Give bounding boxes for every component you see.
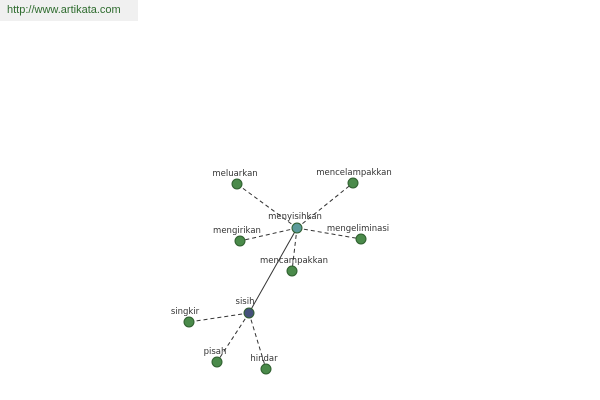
node-sisih[interactable]	[243, 307, 255, 319]
edge-menyisihkan-sisih	[248, 227, 298, 314]
graph-labels: menyisihkan sisih meluarkan mencelampakkan m…	[171, 168, 392, 364]
node-mencampakkan[interactable]	[286, 265, 298, 277]
node-label-meluarkan[interactable]: meluarkan	[212, 169, 257, 179]
node-label-singkir[interactable]: singkir	[171, 307, 200, 317]
node-label-menyisihkan[interactable]: menyisihkan	[268, 212, 322, 222]
node-mengeliminasi[interactable]	[355, 233, 367, 245]
graph-nodes	[183, 177, 367, 375]
edge-sisih-pisah	[216, 312, 250, 363]
edge-sisih-hindar	[248, 312, 267, 370]
node-label-mengeliminasi[interactable]: mengeliminasi	[327, 224, 389, 234]
url-banner: http://www.artikata.com	[0, 0, 138, 21]
node-label-sisih[interactable]: sisih	[236, 297, 255, 307]
node-mencelampakkan[interactable]	[347, 177, 359, 189]
graph-edges	[188, 182, 362, 370]
node-label-pisah[interactable]: pisah	[204, 347, 227, 357]
node-label-hindar[interactable]: hindar	[250, 354, 278, 364]
node-pisah[interactable]	[211, 356, 223, 368]
node-mengirikan[interactable]	[234, 235, 246, 247]
node-menyisihkan[interactable]	[291, 222, 303, 234]
node-label-mengirikan[interactable]: mengirikan	[213, 226, 261, 236]
node-singkir[interactable]	[183, 316, 195, 328]
edge-menyisihkan-mencelampakkan	[296, 182, 354, 229]
node-label-mencelampakkan[interactable]: mencelampakkan	[316, 168, 392, 178]
node-label-mencampakkan[interactable]: mencampakkan	[260, 256, 328, 266]
edge-sisih-singkir	[188, 312, 250, 323]
site-url-link[interactable]: http://www.artikata.com	[7, 4, 121, 16]
edge-menyisihkan-mengeliminasi	[296, 227, 362, 240]
edge-menyisihkan-meluarkan	[236, 183, 298, 229]
edge-menyisihkan-mencampakkan	[291, 227, 298, 272]
node-hindar[interactable]	[260, 363, 272, 375]
node-meluarkan[interactable]	[231, 178, 243, 190]
edge-menyisihkan-mengirikan	[239, 227, 298, 242]
